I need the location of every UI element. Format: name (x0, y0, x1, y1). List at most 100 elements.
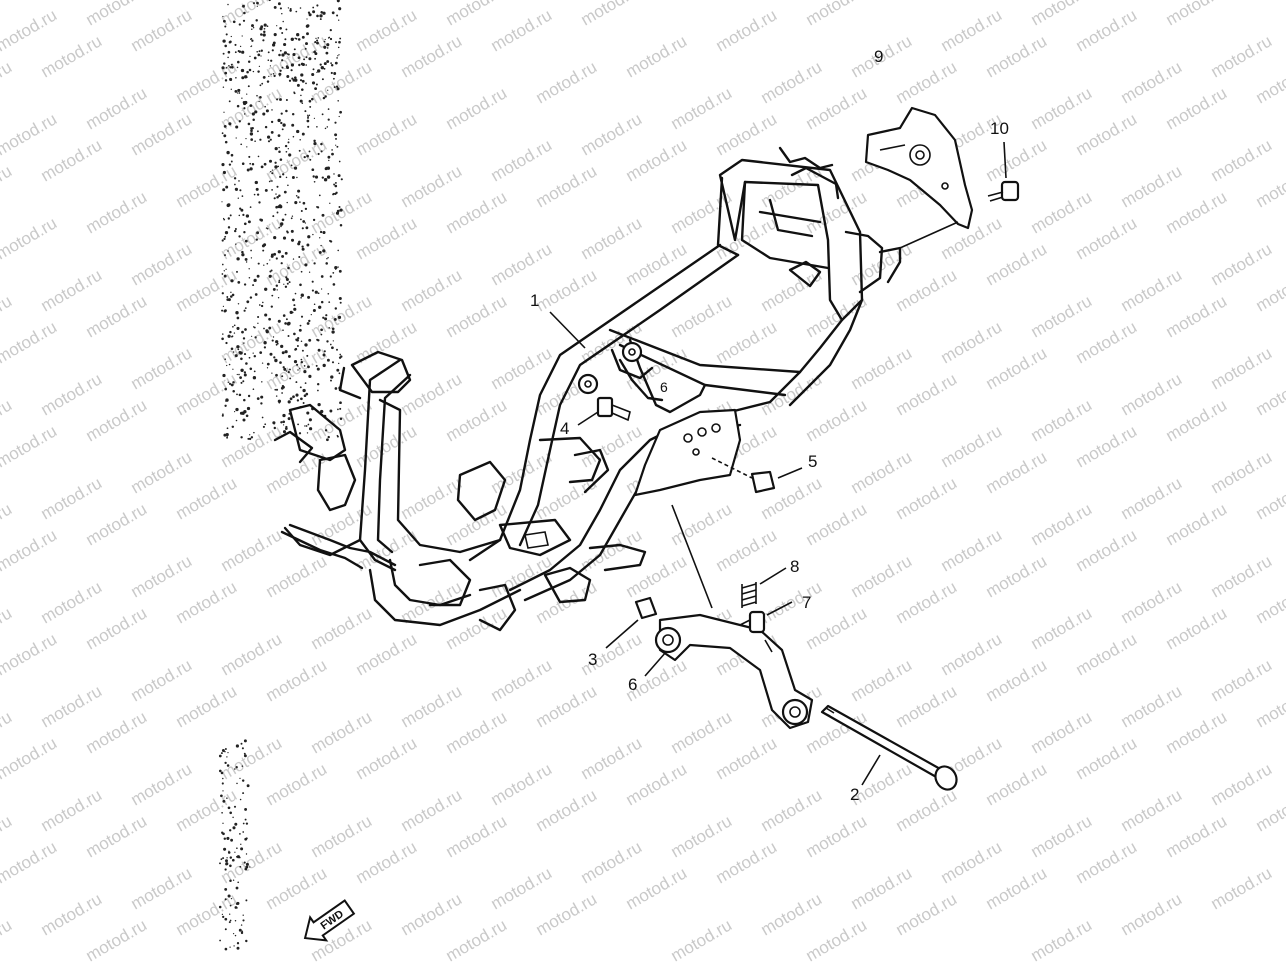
speckle-dot (235, 76, 237, 79)
speckle-dot (282, 366, 285, 369)
speckle-dot (334, 133, 338, 137)
watermark-text: motod.ru (1028, 187, 1096, 237)
speckle-dot (302, 402, 305, 404)
speckle-dot (337, 266, 339, 268)
speckle-dot (228, 40, 232, 44)
speckle-dot (302, 388, 306, 393)
speckle-dot (301, 132, 305, 136)
speckle-dot (251, 112, 255, 116)
watermark-text: motod.ru (1208, 863, 1276, 913)
speckle-dot (238, 180, 240, 182)
speckle-dot (249, 162, 252, 165)
speckle-dot (234, 227, 237, 231)
speckle-dot (221, 273, 224, 275)
speckle-dot (279, 26, 282, 30)
speckle-dot (299, 79, 303, 82)
speckle-dot (221, 913, 224, 916)
speckle-dot (263, 162, 267, 166)
watermark-text: motod.ru (38, 135, 106, 185)
speckle-dot (238, 23, 241, 26)
watermark-text: motod.ru (83, 499, 151, 549)
speckle-dot (259, 95, 262, 99)
speckle-dot (324, 95, 327, 98)
speckle-dot (232, 20, 236, 24)
watermark-text: motod.ru (803, 83, 871, 133)
watermark-text: motod.ru (128, 655, 196, 705)
speckle-dot (301, 247, 305, 251)
speckle-dot (226, 427, 229, 430)
watermark-text: motod.ru (533, 785, 601, 835)
speckle-dot (240, 847, 244, 851)
speckle-dot (339, 208, 343, 212)
speckle-dot (327, 292, 330, 295)
watermark-text: motod.ru (533, 57, 601, 107)
speckle-dot (297, 56, 301, 60)
speckle-dot (250, 37, 253, 40)
speckle-dot (295, 393, 299, 397)
speckle-dot (294, 76, 297, 79)
watermark-text: motod.ru (0, 837, 60, 887)
speckle-dot (312, 218, 316, 222)
speckle-dot (307, 125, 310, 128)
speckle-dot (292, 52, 296, 57)
watermark-text: motod.ru (1073, 213, 1141, 263)
speckle-dot (287, 335, 290, 337)
speckle-dot (296, 363, 299, 366)
speckle-dot (307, 11, 311, 14)
speckle-dot (307, 116, 309, 119)
speckle-dot (279, 7, 282, 10)
speckle-dot (229, 829, 232, 832)
speckle-dot (236, 104, 240, 108)
speckle-dot (269, 170, 272, 173)
speckle-dot (336, 368, 340, 372)
speckle-dot (253, 193, 256, 196)
watermark-text: motod.ru (83, 811, 151, 861)
part-8-spring (741, 567, 787, 608)
speckle-dot (230, 291, 232, 294)
speckle-dot (239, 833, 241, 835)
speckle-dot (279, 175, 282, 179)
speckle-dot (322, 363, 326, 368)
speckle-dot (274, 146, 278, 151)
speckle-dot (328, 327, 330, 329)
watermark-text: motod.ru (1073, 733, 1141, 783)
speckle-dot (253, 326, 256, 329)
speckle-dot (268, 75, 270, 78)
speckle-dot (330, 63, 334, 67)
speckle-dot (224, 917, 228, 921)
speckle-dot (277, 118, 281, 123)
speckle-dot (266, 25, 269, 28)
watermark-text: motod.ru (0, 213, 60, 263)
watermark-text: motod.ru (83, 395, 151, 445)
speckle-dot (339, 110, 342, 114)
speckle-dot (312, 175, 315, 178)
speckle-dot (263, 27, 266, 30)
speckle-dot (271, 49, 274, 52)
speckle-dot (337, 249, 340, 252)
callout-part-10: 10 (990, 119, 1009, 138)
speckle-dot (225, 66, 228, 69)
speckle-dot (277, 134, 281, 137)
speckle-dot (314, 87, 317, 90)
speckle-dot (327, 37, 330, 39)
speckle-dot (293, 304, 296, 307)
watermark-text: motod.ru (983, 343, 1051, 393)
speckle-dot (219, 862, 221, 865)
speckle-dot (260, 55, 262, 57)
speckle-dot (263, 327, 265, 330)
watermark-text: motod.ru (1208, 551, 1276, 601)
watermark-text: motod.ru (983, 655, 1051, 705)
watermark-text: motod.ru (983, 135, 1051, 185)
watermark-text: motod.ru (0, 317, 60, 367)
speckle-dot (221, 782, 224, 785)
speckle-dot (339, 353, 342, 356)
speckle-dot (308, 150, 311, 153)
speckle-dot (314, 290, 318, 294)
speckle-dot (282, 329, 284, 332)
speckle-dot (322, 353, 326, 357)
watermark-text: motod.ru (218, 733, 286, 783)
speckle-dot (244, 100, 248, 105)
speckle-dot (305, 425, 308, 427)
speckle-dot (277, 205, 281, 209)
speckle-dot (281, 32, 284, 34)
